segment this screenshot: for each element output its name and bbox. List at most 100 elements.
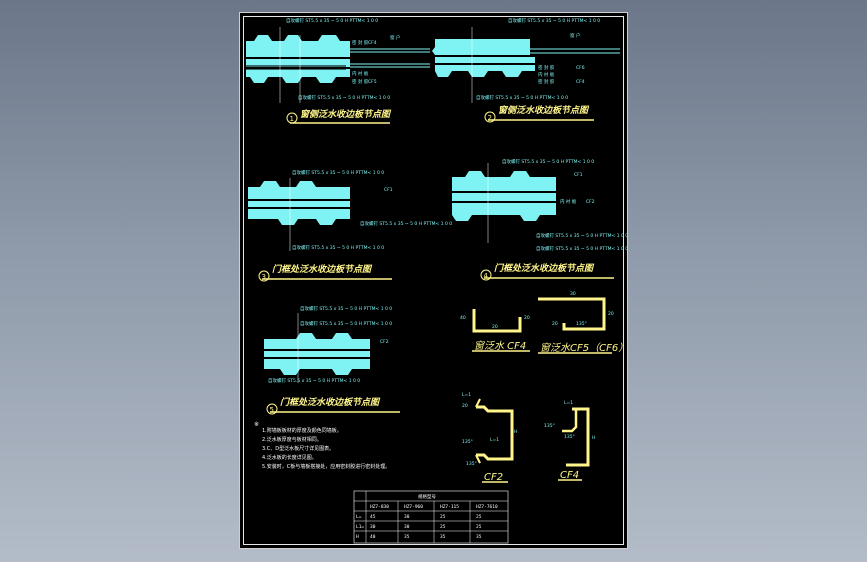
detail-2-label-e: 密 封 胶 [538, 78, 555, 85]
detail-1-label-a: 窗 户 [390, 34, 400, 41]
detail-3-label-b: 自攻螺钉 ST5.5 x 35 ~ 5 0 H PTTM< 1 0 0 [360, 220, 452, 227]
svg-text:20: 20 [608, 311, 614, 317]
detail-3-label-c: 自攻螺钉 ST5.5 x 35 ~ 5 0 H PTTM< 1 0 0 [292, 244, 384, 251]
svg-text:135°: 135° [462, 439, 473, 445]
table-header-cell: HZ7-830 [370, 504, 389, 510]
note-2: 2.泛水板厚度与板材相同。 [262, 436, 322, 443]
table-title: 规格型号 [418, 493, 436, 500]
detail-3-label-top: 自攻螺钉 ST5.5 x 35 ~ 5 0 H PTTM< 1 0 0 [292, 169, 384, 176]
drawing-sheet: 自攻螺钉 ST5.5 x 35 ~ 5 0 H PTTM< 1 0 0 窗 户 … [239, 12, 628, 549]
detail-4-panel [452, 171, 556, 191]
profile-cf2-caption: CF2 [484, 472, 503, 483]
detail-2-label-b: 密 封 胶 [538, 64, 555, 71]
profile-cf4-caption: 窗泛水 CF4 [474, 340, 526, 352]
svg-text:135°: 135° [564, 434, 575, 440]
detail-3-panel [248, 181, 350, 199]
svg-text:135°: 135° [576, 321, 587, 327]
detail-5-label-c: 自攻螺钉 ST5.5 x 35 ~ 5 0 H PTTM< 1 0 0 [268, 377, 360, 384]
svg-text:135°: 135° [466, 461, 477, 467]
detail-4: 自攻螺钉 ST5.5 x 35 ~ 5 0 H PTTM< 1 0 0 CF1 … [452, 158, 628, 281]
detail-1-label-d: 内 衬 板 [352, 70, 369, 77]
detail-5: 自攻螺钉 ST5.5 x 35 ~ 5 0 H PTTM< 1 0 0 自攻螺钉… [264, 305, 400, 415]
detail-5-panel-bottom [264, 359, 370, 375]
detail-4-panel-bottom [452, 203, 556, 221]
table-cell: 25 [476, 524, 482, 530]
svg-text:L=1: L=1 [490, 437, 499, 443]
svg-text:H: H [514, 429, 517, 435]
detail-5-panel [264, 333, 370, 349]
detail-4-label-d: 自攻螺钉 ST5.5 x 35 ~ 5 0 H PTTM< 1 0 0 [536, 232, 628, 239]
detail-5-liner [264, 351, 370, 357]
table-cell: L= [356, 514, 362, 520]
profile-cf56: 30 20 20 135° 窗泛水CF5（CF6） [538, 291, 628, 354]
detail-2-label-top: 自攻螺钉 ST5.5 x 35 ~ 5 0 H PTTM< 1 0 0 [508, 17, 600, 24]
profile-cf2: L=1 20 135° L=1 135° H CF2 [462, 392, 517, 483]
detail-5-label-top: 自攻螺钉 ST5.5 x 35 ~ 5 0 H PTTM< 1 0 0 [300, 305, 392, 312]
profile-cf56-shape [538, 297, 606, 331]
svg-text:20: 20 [552, 321, 558, 327]
table-cell: 25 [476, 514, 482, 520]
detail-4-liner [452, 193, 556, 201]
detail-2-liner [435, 57, 535, 63]
table-cell: H [356, 534, 359, 540]
profile-cf4: 40 20 20 窗泛水 CF4 [460, 309, 530, 352]
profile-cf4-shape [472, 309, 522, 333]
table-cell: 35 [476, 534, 482, 540]
detail-5-number-circle [266, 403, 278, 415]
detail-2-panel-bottom [435, 65, 535, 77]
note-3: 3.C、D型泛水板尺寸详见图表。 [262, 445, 334, 452]
detail-1-number: 1 [290, 115, 294, 123]
svg-text:H: H [592, 435, 595, 441]
profile-cf56-caption: 窗泛水CF5（CF6） [540, 342, 628, 354]
table-cell: 45 [370, 514, 376, 520]
table-header-cell: HZ7-115 [440, 504, 459, 510]
detail-2-panel [432, 39, 530, 55]
note-1: 1.附墙板板材的厚度及颜色同墙板。 [262, 427, 342, 434]
detail-2-number-circle [484, 111, 496, 123]
detail-4-number-circle [480, 269, 492, 281]
detail-2-title: 窗侧泛水收边板节点图 [498, 105, 590, 116]
table-cell: 35 [404, 534, 410, 540]
detail-1-insulation [246, 65, 346, 70]
svg-text:40: 40 [460, 315, 466, 321]
detail-3: 自攻螺钉 ST5.5 x 35 ~ 5 0 H PTTM< 1 0 0 CF1 … [248, 169, 452, 282]
profile-cf4-small: L=1 135° 135° H CF4 [544, 400, 595, 481]
detail-1-label-c: CF4 [368, 40, 377, 46]
profile-cf4-small-caption: CF4 [560, 470, 579, 481]
detail-5-label-a: 自攻螺钉 ST5.5 x 35 ~ 5 0 H PTTM< 1 0 0 [300, 320, 392, 327]
profile-cf2-shape [476, 405, 514, 461]
table-header-cell: HZ7-7610 [476, 504, 498, 510]
detail-4-label-top: 自攻螺钉 ST5.5 x 35 ~ 5 0 H PTTM< 1 0 0 [502, 158, 594, 165]
notes: ※ 1.附墙板板材的厚度及颜色同墙板。 2.泛水板厚度与板材相同。 3.C、D型… [254, 421, 390, 470]
svg-text:20: 20 [492, 324, 498, 330]
detail-2-label-a: 窗 户 [570, 32, 580, 39]
table-cell: 30 [404, 524, 410, 530]
table-cell: 35 [440, 534, 446, 540]
detail-5-number: 5 [270, 406, 274, 414]
svg-text:L=1: L=1 [564, 400, 573, 406]
detail-3-number: 3 [262, 273, 266, 281]
detail-4-label-c: CF2 [586, 199, 595, 205]
table-cell: 25 [440, 524, 446, 530]
detail-4-label-e: 自攻螺钉 ST5.5 x 35 ~ 5 0 H PTTM< 1 0 0 [536, 245, 628, 252]
note-4: 4.泛水板的长度详见图。 [262, 454, 317, 461]
detail-4-title: 门框处泛水收边板节点图 [494, 263, 595, 274]
detail-4-label-b: 内 衬 板 [560, 198, 577, 205]
table-cell: 30 [404, 514, 410, 520]
detail-1-label-f: CF5 [368, 79, 377, 85]
svg-text:135°: 135° [544, 423, 555, 429]
detail-5-label-b: CF2 [380, 339, 389, 345]
svg-text:30: 30 [570, 291, 576, 297]
table-cell: 40 [370, 534, 376, 540]
table-cell: 30 [370, 524, 376, 530]
detail-3-liner [248, 201, 350, 207]
detail-1-panel [246, 35, 350, 57]
detail-1-label-b: 密 封 胶 [352, 39, 369, 46]
detail-2-label-f: CF4 [576, 79, 585, 85]
detail-5-title: 门框处泛水收边板节点图 [280, 397, 381, 408]
detail-1-title: 窗侧泛水收边板节点图 [300, 109, 392, 120]
detail-1-label-e: 密 封 胶 [352, 78, 369, 85]
table-cell: 25 [440, 514, 446, 520]
detail-2-label-bottom: 自攻螺钉 ST5.5 x 35 ~ 5 0 H PTTM< 1 0 0 [476, 94, 568, 101]
detail-2-number: 2 [488, 114, 492, 122]
